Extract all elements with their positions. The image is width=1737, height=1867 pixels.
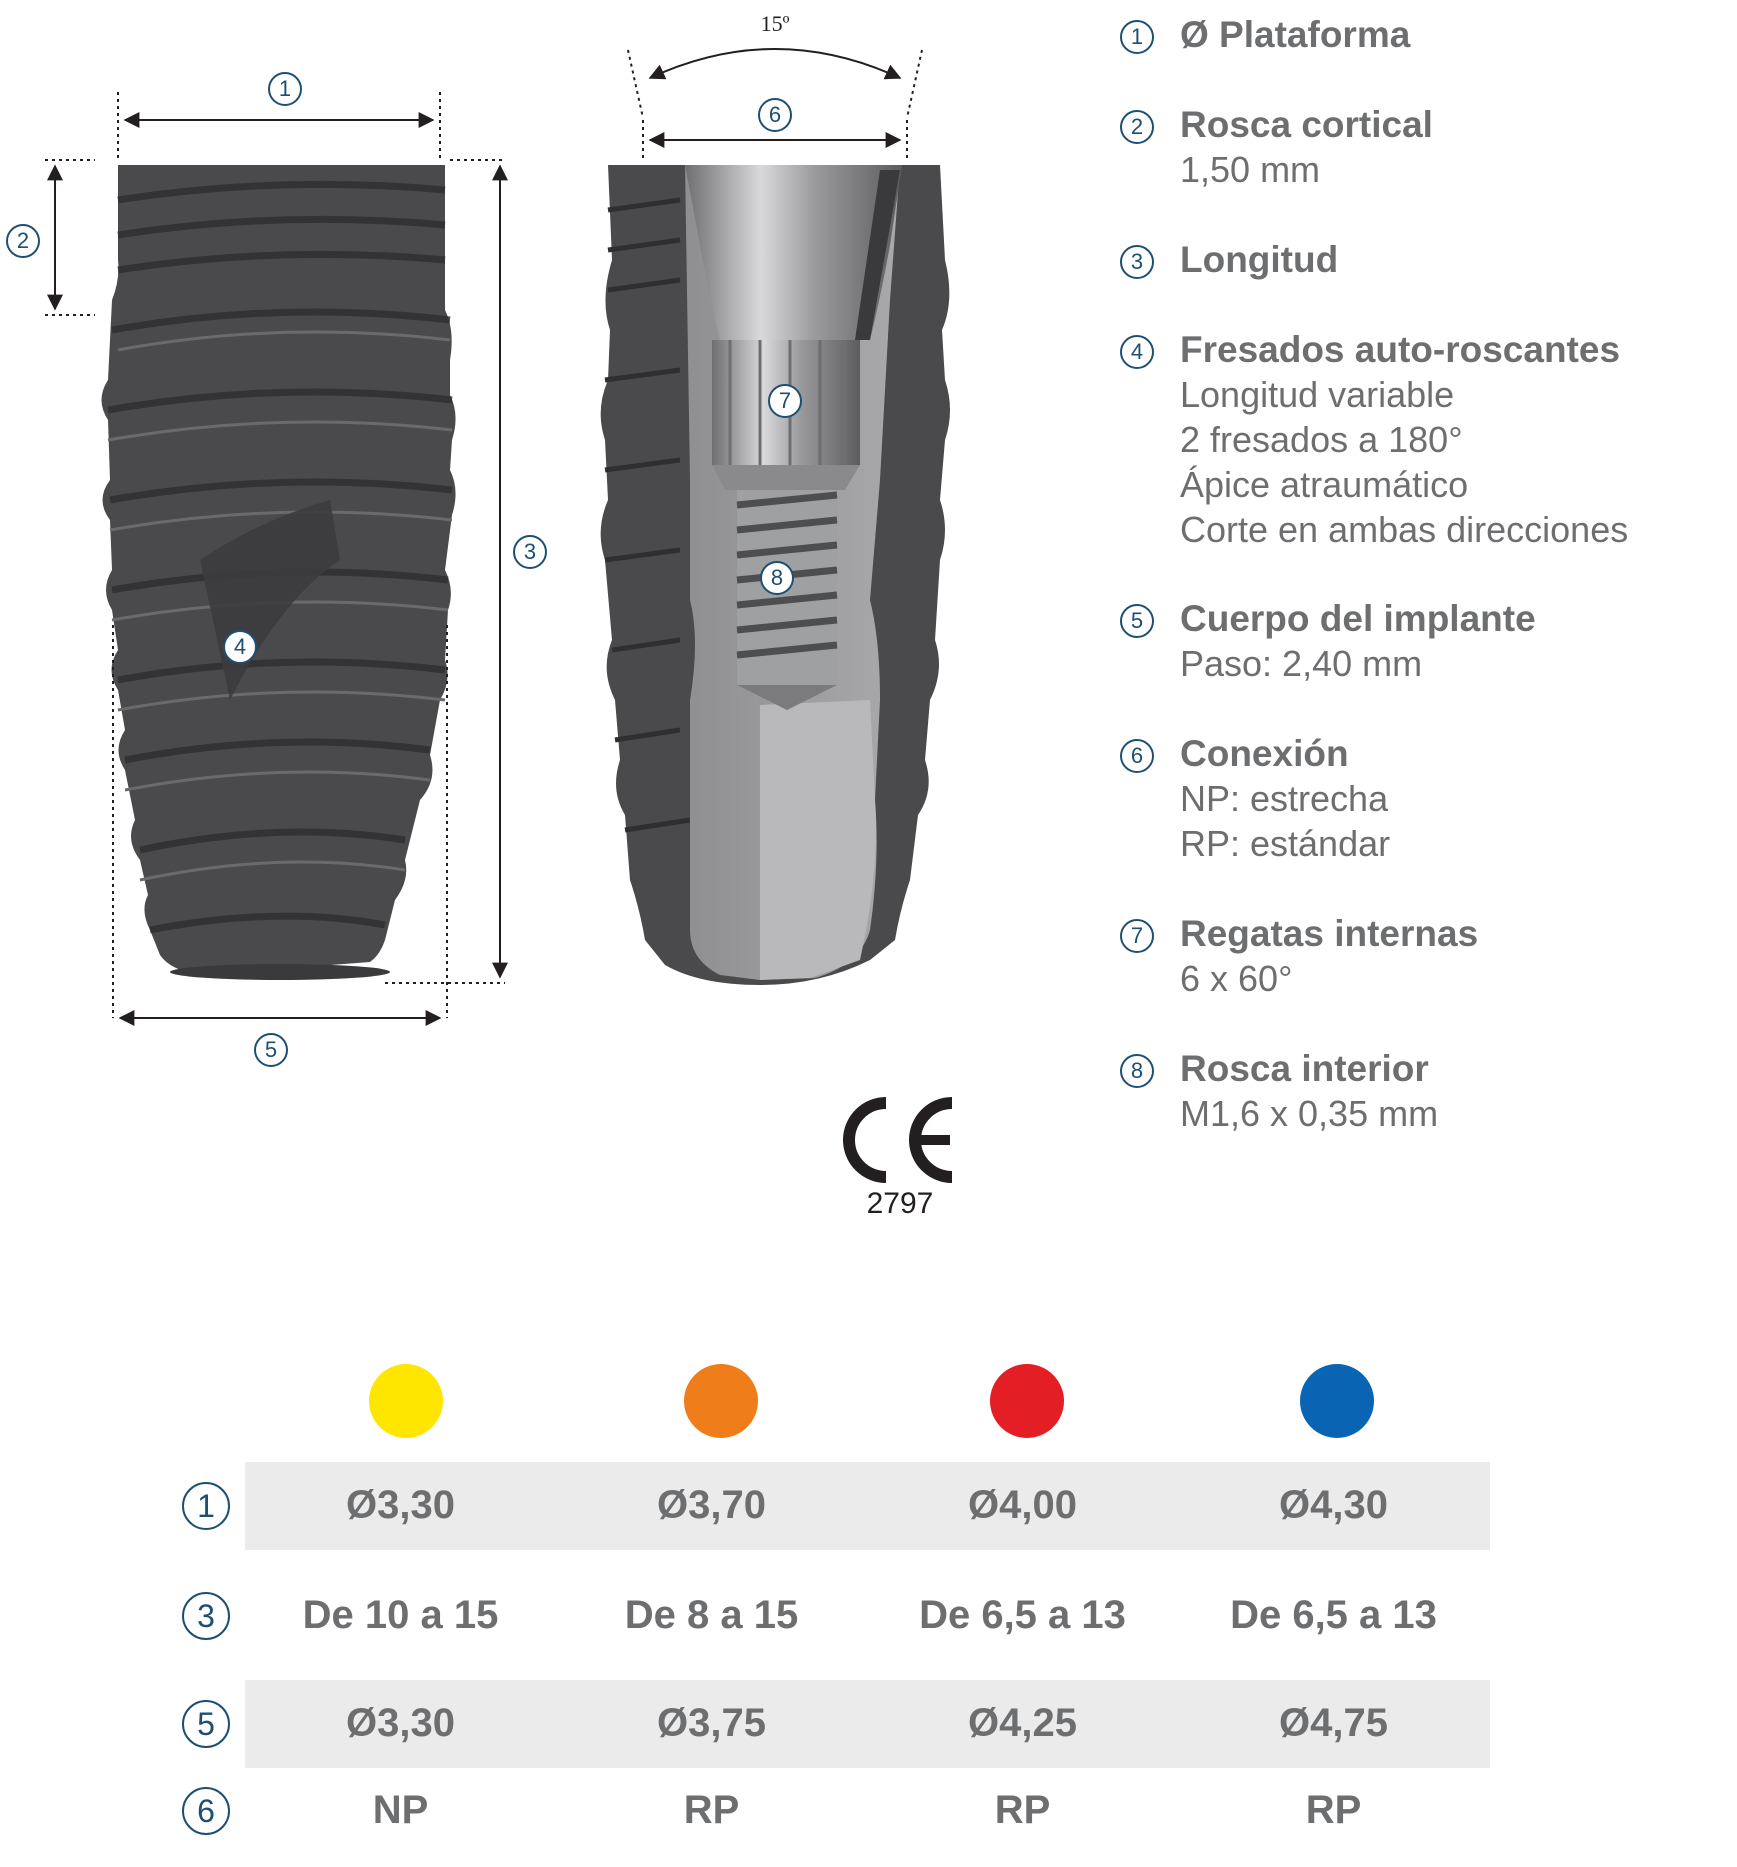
table-cell: Ø3,70	[657, 1483, 766, 1527]
marker-4: 4	[223, 630, 257, 664]
spec-item-fresados: 4 Fresados auto-roscantes Longitud varia…	[1120, 327, 1720, 552]
table-cell: Ø3,30	[346, 1701, 455, 1745]
dimension-lines-exterior	[45, 92, 508, 1026]
spec-item-rosca-cortical: 2 Rosca cortical 1,50 mm	[1120, 102, 1720, 192]
marker-6: 6	[758, 98, 792, 132]
table-cell: Ø4,00	[968, 1483, 1077, 1527]
spec-item-plataforma: 1 Ø Plataforma	[1120, 12, 1720, 57]
ce-number: 2797	[866, 1187, 934, 1220]
spec-number: 5	[1120, 604, 1154, 638]
marker-8: 8	[760, 561, 794, 595]
spec-number: 2	[1120, 110, 1154, 144]
color-dot-red	[990, 1364, 1064, 1438]
spec-title: Ø Plataforma	[1180, 14, 1411, 55]
spec-title: Conexión	[1180, 733, 1349, 774]
spec-detail: 2 fresados a 180°	[1180, 419, 1463, 460]
table-row-band	[245, 1680, 1490, 1768]
marker-1: 1	[268, 72, 302, 106]
spec-title: Regatas internas	[1180, 913, 1479, 954]
table-cell: Ø4,25	[968, 1701, 1077, 1745]
spec-title: Longitud	[1180, 239, 1339, 280]
marker-2: 2	[6, 224, 40, 258]
table-cell: Ø4,75	[1279, 1701, 1388, 1745]
spec-item-conexion: 6 Conexión NP: estrecha RP: estándar	[1120, 731, 1720, 866]
spec-detail: Longitud variable	[1180, 374, 1455, 415]
table-cell: De 8 a 15	[624, 1593, 799, 1637]
marker-7: 7	[768, 384, 802, 418]
spec-item-longitud: 3 Longitud	[1120, 237, 1720, 282]
row-number: 5	[182, 1700, 230, 1748]
spec-title: Fresados auto-roscantes	[1180, 329, 1621, 370]
table-cell: De 10 a 15	[302, 1593, 499, 1637]
spec-title: Cuerpo del implante	[1180, 598, 1536, 639]
spec-detail: Ápice atraumático	[1180, 464, 1469, 505]
table-cell: De 6,5 a 13	[1230, 1593, 1437, 1637]
marker-3: 3	[513, 535, 547, 569]
table-cell: RP	[683, 1788, 740, 1832]
spec-number: 4	[1120, 335, 1154, 369]
marker-5: 5	[254, 1033, 288, 1067]
spec-detail: 1,50 mm	[1180, 149, 1321, 190]
spec-detail: 6 x 60°	[1180, 958, 1293, 999]
table-cell: Ø3,30	[346, 1483, 455, 1527]
row-number: 1	[182, 1482, 230, 1530]
spec-number: 8	[1120, 1054, 1154, 1088]
spec-detail: NP: estrecha	[1180, 778, 1389, 819]
spec-item-rosca-interior: 8 Rosca interior M1,6 x 0,35 mm	[1120, 1046, 1720, 1136]
table-cell: NP	[372, 1788, 429, 1832]
spec-number: 3	[1120, 245, 1154, 279]
row-number: 6	[182, 1787, 230, 1835]
row-number: 3	[182, 1592, 230, 1640]
spec-title: Rosca cortical	[1180, 104, 1433, 145]
spec-title: Rosca interior	[1180, 1048, 1429, 1089]
color-dot-orange	[684, 1364, 758, 1438]
spec-number: 6	[1120, 739, 1154, 773]
spec-detail: M1,6 x 0,35 mm	[1180, 1093, 1439, 1134]
table-cell: Ø3,75	[657, 1701, 766, 1745]
color-dot-yellow	[369, 1364, 443, 1438]
spec-number: 1	[1120, 20, 1154, 54]
spec-detail: Paso: 2,40 mm	[1180, 643, 1423, 684]
dimension-lines-section	[627, 48, 923, 162]
spec-item-regatas: 7 Regatas internas 6 x 60°	[1120, 911, 1720, 1001]
table-row-band	[245, 1462, 1490, 1550]
implant-exterior-view	[101, 165, 456, 980]
table-cell: RP	[1305, 1788, 1362, 1832]
table-cell: RP	[994, 1788, 1051, 1832]
color-dot-blue	[1300, 1364, 1374, 1438]
spec-number: 7	[1120, 919, 1154, 953]
spec-detail: Corte en ambas direcciones	[1180, 509, 1629, 550]
table-cell: De 6,5 a 13	[919, 1593, 1126, 1637]
table-cell: Ø4,30	[1279, 1483, 1388, 1527]
spec-item-cuerpo: 5 Cuerpo del implante Paso: 2,40 mm	[1120, 596, 1720, 686]
angle-label: 15º	[761, 11, 790, 36]
spec-detail: RP: estándar	[1180, 823, 1391, 864]
ce-mark-icon	[843, 1097, 953, 1183]
